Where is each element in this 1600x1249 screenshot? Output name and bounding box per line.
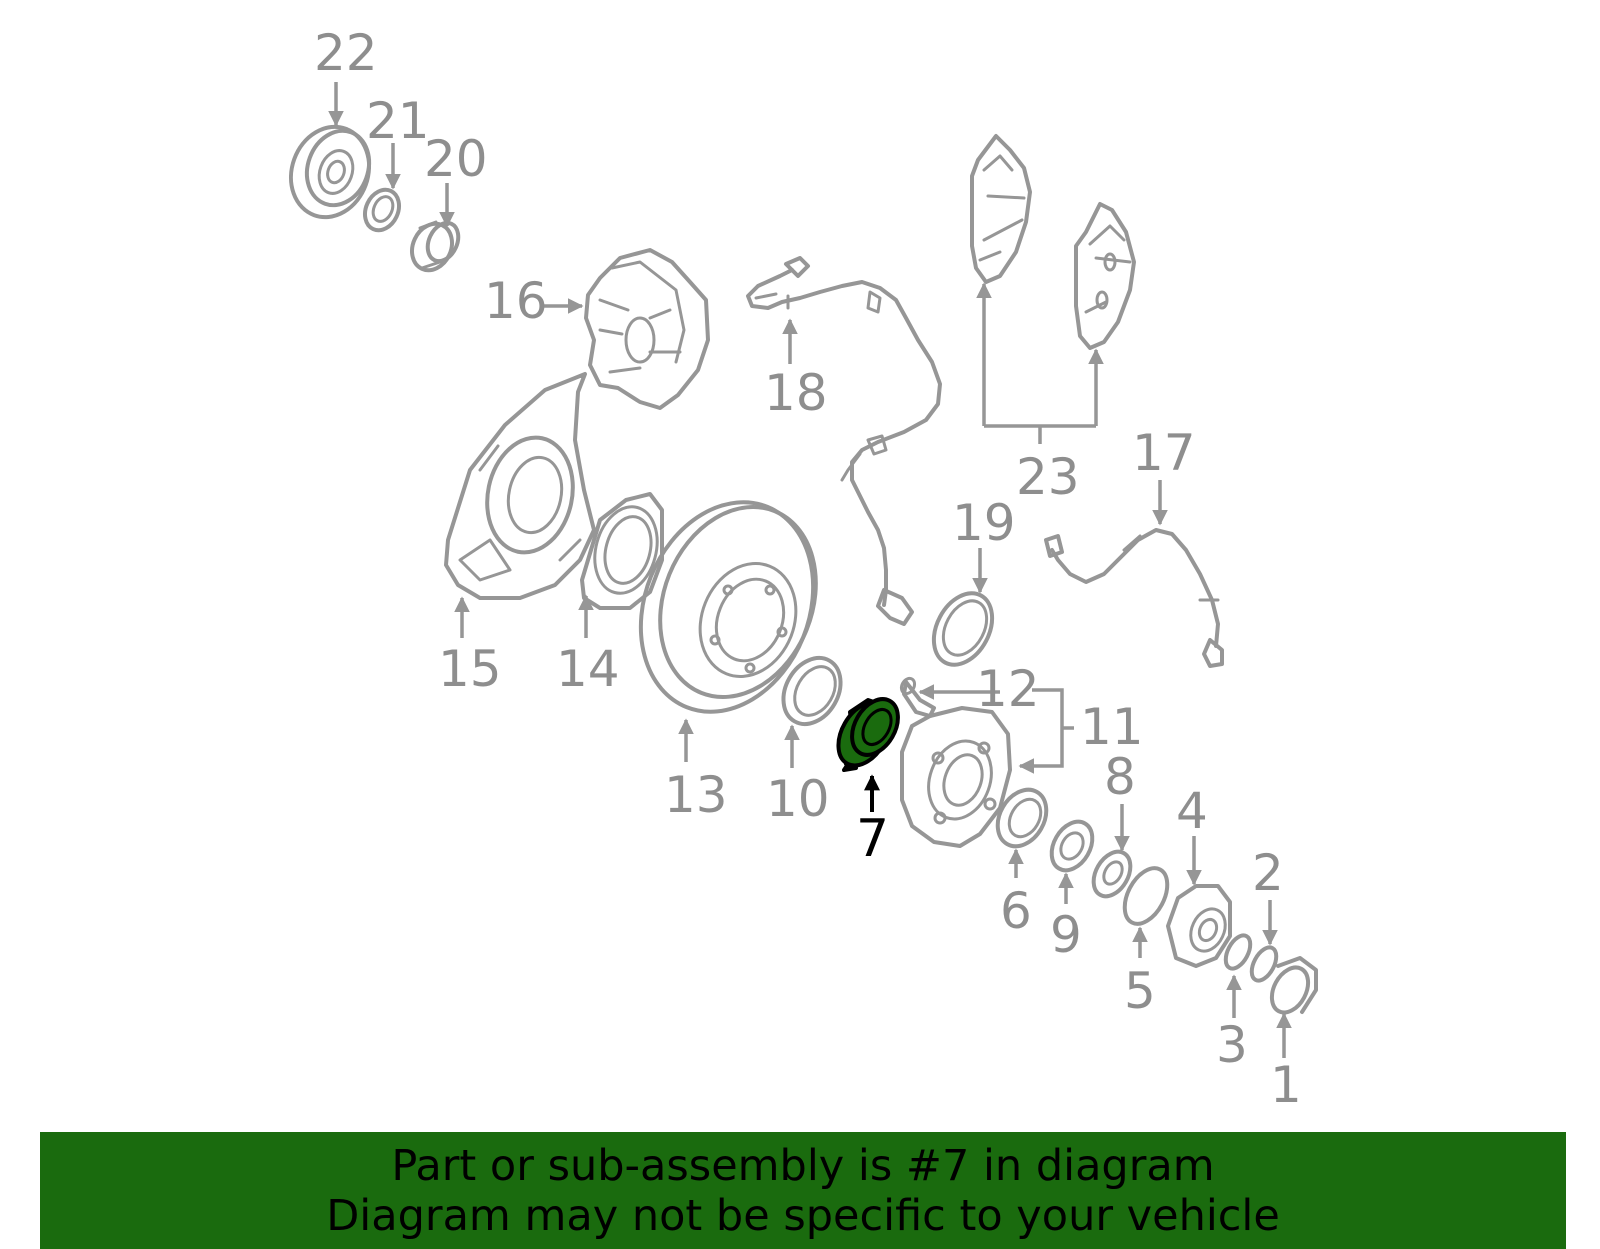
label-2: 2 [1252,844,1284,902]
label-19: 19 [952,494,1016,552]
part-23-pads [970,134,1136,350]
label-16: 16 [484,272,548,330]
info-banner: Part or sub-assembly is #7 in diagram Di… [40,1132,1566,1249]
label-1: 1 [1270,1056,1302,1114]
label-4: 4 [1176,782,1208,840]
part-2-ring [1249,945,1279,983]
part-9-washer [1049,819,1095,873]
label-15: 15 [438,640,502,698]
label-12: 12 [976,660,1040,718]
banner-line-part: Part or sub-assembly is #7 in diagram [391,1140,1215,1191]
label-20: 20 [424,130,488,188]
part-7-highlighted [836,697,900,772]
part-12-stud [899,676,936,718]
label-13: 13 [664,766,728,824]
part-15-shield [444,372,596,600]
label-6: 6 [1000,882,1032,940]
part-1-cap [1269,956,1318,1015]
label-14: 14 [556,640,620,698]
part-14-plate [580,492,664,610]
part-labels: 22 21 20 16 18 23 17 19 15 14 12 11 13 1… [314,24,1302,1114]
label-3: 3 [1216,1016,1248,1074]
label-18: 18 [764,364,828,422]
label-17: 17 [1132,424,1196,482]
part-21-ring [362,187,402,233]
part-17-hose [1044,528,1224,668]
part-10-seal [781,656,843,726]
part-22-cap [288,124,372,220]
label-7: 7 [856,809,889,869]
label-8: 8 [1104,748,1136,806]
label-21: 21 [366,92,430,150]
banner-line-disclaimer: Diagram may not be specific to your vehi… [326,1190,1280,1241]
label-10: 10 [766,770,830,828]
part-4-lockinghub [1166,884,1232,968]
label-11: 11 [1080,698,1144,756]
leader-lines [328,82,1292,1058]
part-5-oring [1122,866,1170,926]
label-5: 5 [1124,962,1156,1020]
part-8-lockwasher [1091,849,1133,899]
part-11-hub [900,706,1012,848]
part-20-bearing [410,220,461,273]
part-18-sensor-cable [746,256,942,626]
label-9: 9 [1050,906,1082,964]
part-19-seal [931,591,995,667]
part-6-bearing [995,787,1049,849]
part-3-ring [1223,933,1253,971]
part-16-caliper [584,248,710,410]
part-13-rotor [638,500,818,714]
label-22: 22 [314,24,378,82]
label-23: 23 [1016,448,1080,506]
